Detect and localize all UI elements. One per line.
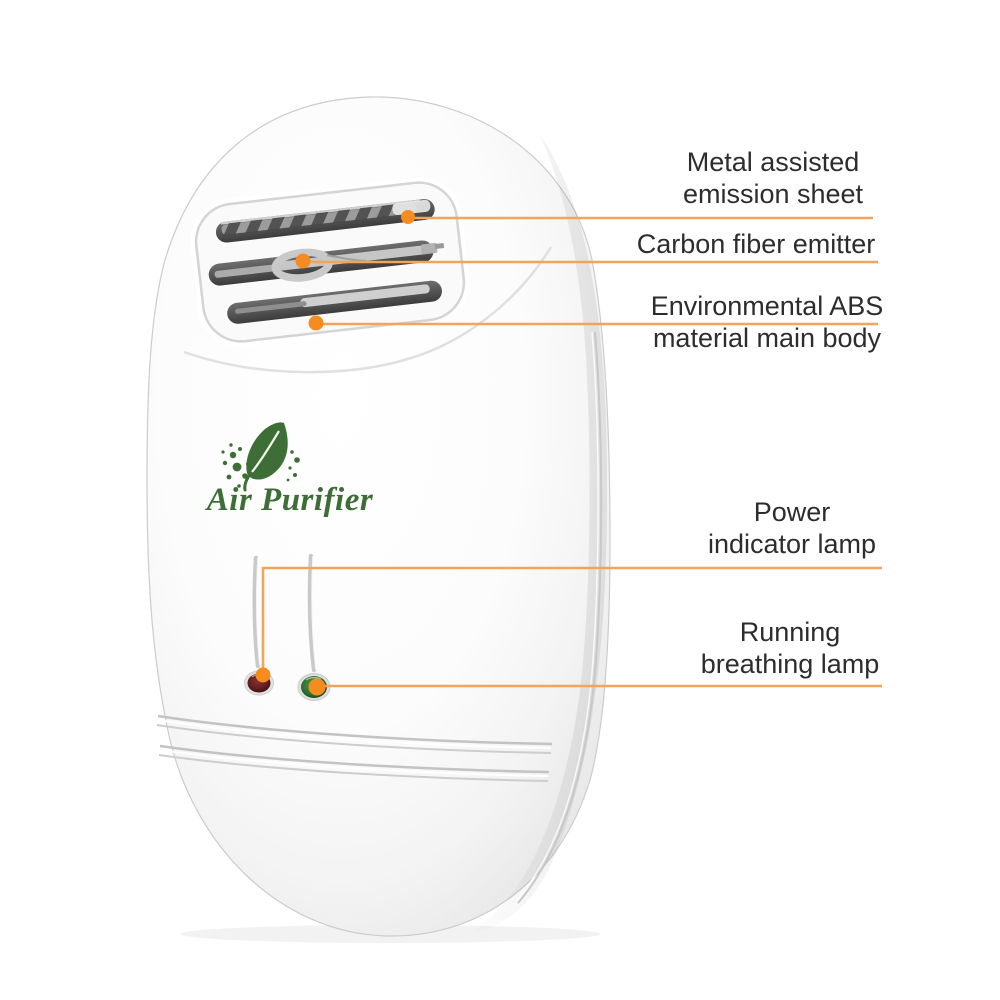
vent-slot-lower [227,280,442,324]
callout-label-carbon-fiber-emitter: Carbon fiber emitter [637,228,876,260]
label-line: Running [739,617,841,647]
label-line: Metal assisted [686,147,860,177]
logo-dots [221,443,300,488]
callout-label-running-lamp: Running breathing lamp [701,616,880,680]
label-line: material main body [652,323,882,353]
vent-slot-metal-sheet [215,199,435,243]
callout-line-power-lamp [261,566,882,674]
bottom-seam-upper [156,714,553,754]
callout-label-abs-body: Environmental ABS material main body [651,290,884,354]
label-line: Carbon fiber emitter [636,229,876,259]
callout-dot-carbon-fiber-emitter [295,253,311,269]
label-line: Power [753,497,831,527]
label-line: emission sheet [682,179,864,209]
callout-dot-power-lamp [255,667,271,683]
callout-label-metal-sheet: Metal assisted emission sheet [683,146,863,210]
logo-text: Air Purifier [206,482,374,518]
logo-leaf [221,422,300,492]
callout-label-power-lamp: Power indicator lamp [708,496,876,560]
callout-dot-abs-body [308,315,324,331]
callout-dot-metal-sheet [401,210,415,224]
label-line: indicator lamp [707,529,877,559]
front-panel-seam [183,246,553,374]
callout-dot-running-lamp [308,678,326,696]
indicator-groove-left [252,555,261,669]
side-seam [515,331,603,904]
label-line: Environmental ABS [650,291,884,321]
bottom-seam-lower [158,744,550,782]
label-line: breathing lamp [700,649,880,679]
